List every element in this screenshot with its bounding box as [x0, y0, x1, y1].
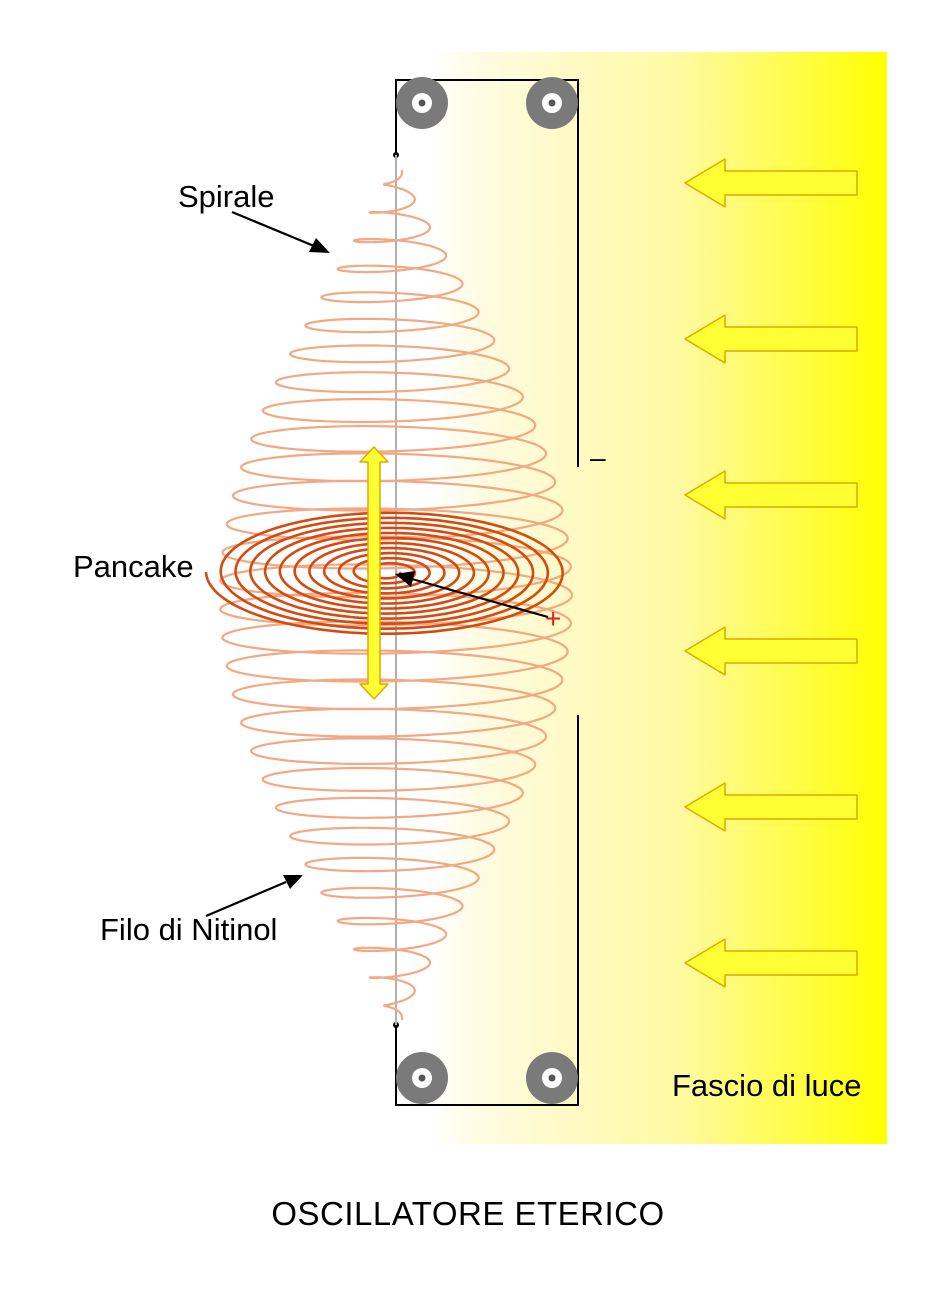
label-fascio-di-luce: Fascio di luce: [672, 1068, 862, 1103]
left-arrow-icon: [684, 626, 858, 676]
left-arrow-icon: [684, 938, 858, 988]
left-arrow-icon: [684, 782, 858, 832]
spiral-wire: [219, 169, 574, 1021]
diagram-title: OSCILLATORE ETERICO: [271, 1195, 665, 1232]
double-arrow-icon: [359, 446, 389, 700]
pulley-icon: [526, 77, 578, 129]
left-arrow-icon: [684, 314, 858, 364]
pulley-icon: [396, 1052, 448, 1104]
light-arrows: [684, 158, 858, 988]
pancake-coil: [204, 511, 564, 635]
pulley-icon: [526, 1052, 578, 1104]
label-pancake: Pancake: [73, 549, 194, 584]
label-spirale: Spirale: [178, 179, 275, 214]
left-arrow-icon: [684, 158, 858, 208]
pointer-arrow-center: [395, 571, 549, 619]
minus-sign: –: [590, 442, 606, 473]
pointer-arrow-spirale: [231, 210, 330, 253]
belt-line: [395, 79, 579, 1106]
label-filo-di-nitinol: Filo di Nitinol: [100, 912, 278, 947]
left-arrow-icon: [684, 470, 858, 520]
plus-sign: +: [545, 603, 562, 634]
pointer-arrow-filo: [205, 875, 303, 918]
pulley-icon: [396, 77, 448, 129]
